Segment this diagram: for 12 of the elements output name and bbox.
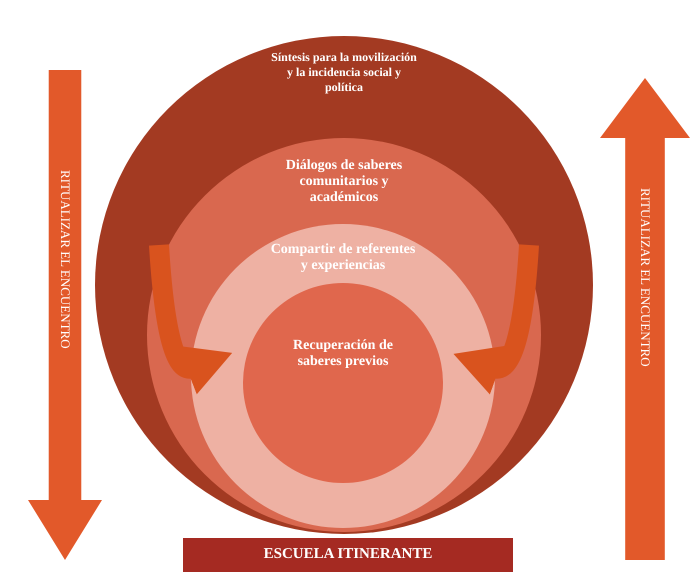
circle-label: Diálogos de saberes comunitarios y académicos	[284, 158, 404, 206]
arrow-label: RITUALIZAR EL ENCUENTRO	[57, 170, 73, 349]
curved-arrow	[149, 244, 234, 395]
circle-label: Síntesis para la movilización y la incidencia social y política	[270, 50, 418, 95]
curved-arrow	[451, 244, 539, 395]
arrow-label: RITUALIZAR EL ENCUENTRO	[637, 188, 653, 367]
circle-label: Compartir de referentes y experiencias	[270, 242, 416, 274]
circle-label: Recuperación de saberes previos	[292, 338, 394, 370]
up-arrow-shape	[600, 78, 690, 560]
down-arrow-shape	[28, 70, 102, 560]
banner	[183, 538, 513, 572]
banner-label: ESCUELA ITINERANTE	[262, 546, 434, 563]
